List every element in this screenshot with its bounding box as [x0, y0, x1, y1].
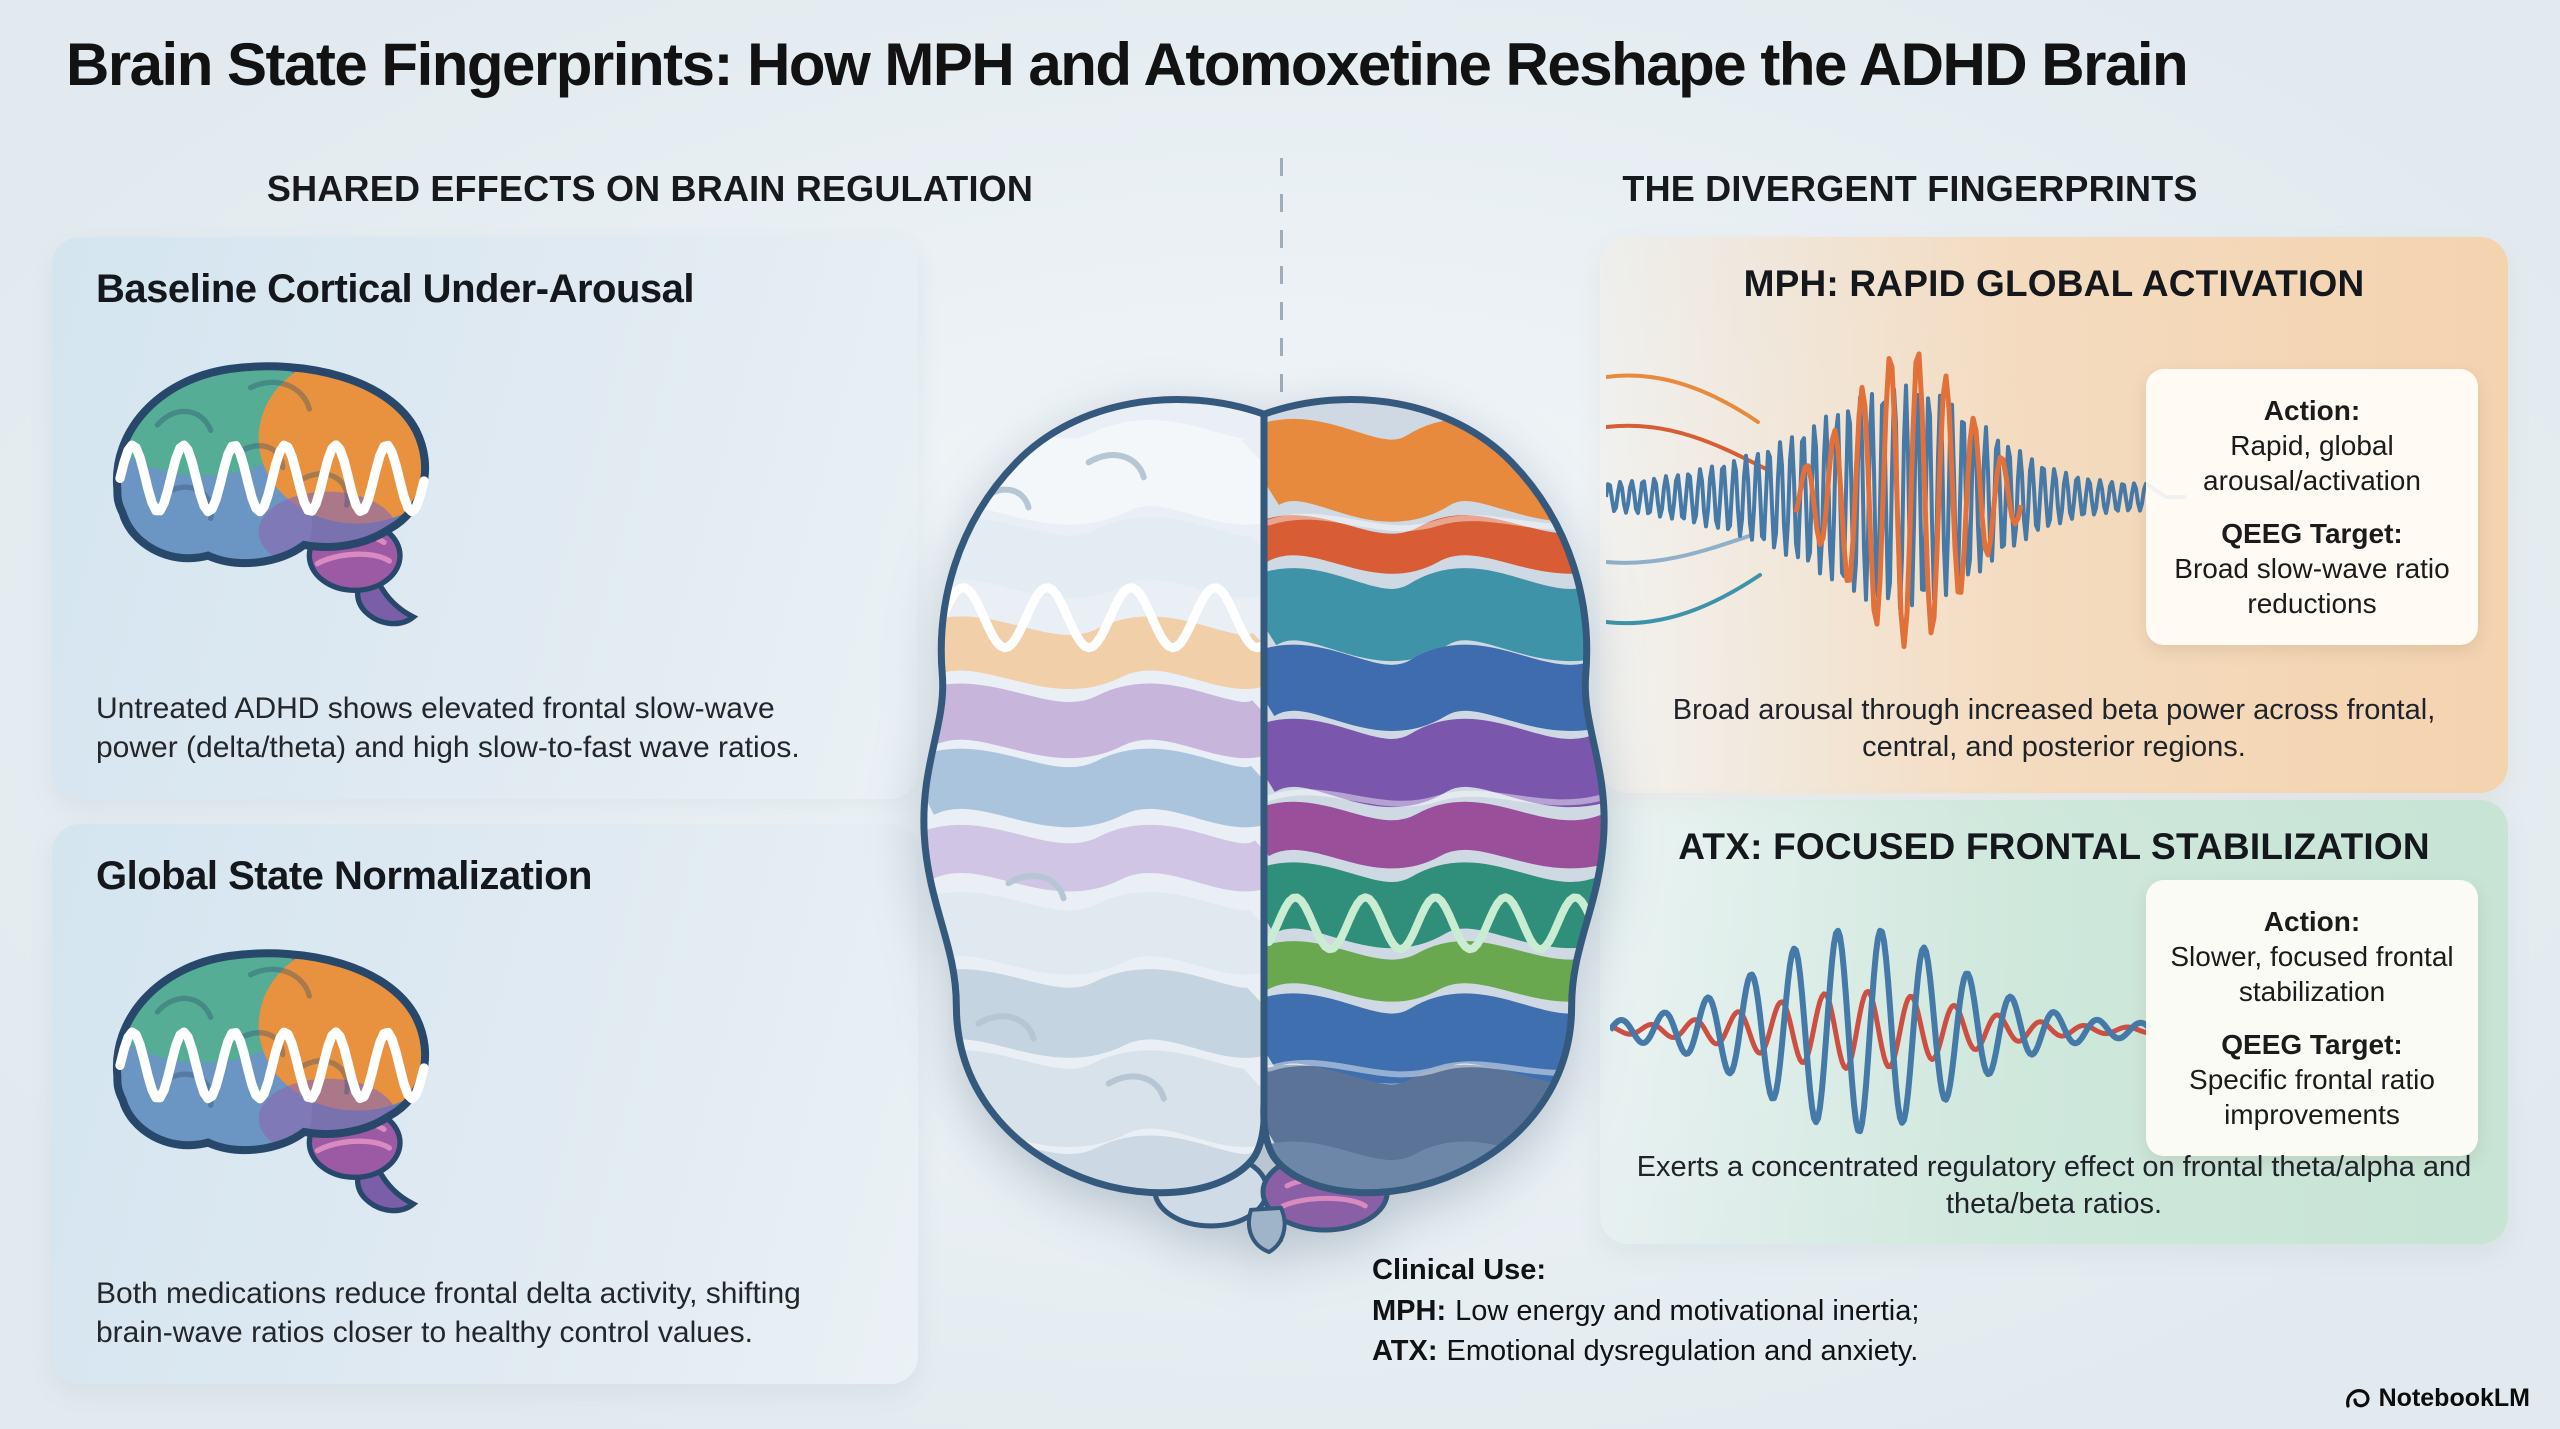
brain-hemispheres-illustration — [920, 396, 1608, 1254]
clinical-use-atx-line: ATX:Emotional dysregulation and anxiety. — [1372, 1335, 1919, 1368]
brainstem-icon — [1246, 1205, 1287, 1254]
normalization-panel: Global State Normalization Both medicati — [52, 824, 918, 1384]
atx-panel: ATX: FOCUSED FRONTAL STABILIZATION Actio… — [1600, 800, 2508, 1244]
atx-heading: ATX: FOCUSED FRONTAL STABILIZATION — [1678, 826, 2430, 867]
atx-caption: Exerts a concentrated regulatory effect … — [1636, 1150, 2472, 1221]
atx-action-label: Action: — [2263, 906, 2361, 937]
right-section-header: THE DIVERGENT FINGERPRINTS — [1622, 168, 2198, 209]
clinical-use-block: Clinical Use: MPH:Low energy and motivat… — [1372, 1250, 1919, 1372]
mph-heading: MPH: RAPID GLOBAL ACTIVATION — [1743, 263, 2365, 304]
mph-info-card: Action: Rapid, global arousal/activation… — [2146, 369, 2478, 645]
atx-action-text: Slower, focused frontal stabilization — [2170, 941, 2454, 1007]
eeg-wave-overlay-icon — [115, 1027, 429, 1104]
mph-qeeg-text: Broad slow-wave ratio reductions — [2174, 553, 2450, 619]
atx-qeeg-label: QEEG Target: — [2221, 1029, 2403, 1060]
eeg-wave-overlay-icon — [115, 440, 429, 517]
clinical-use-mph-line: MPH:Low energy and motivational inertia; — [1372, 1294, 1920, 1327]
atx-info-card: Action: Slower, focused frontal stabiliz… — [2146, 880, 2478, 1156]
mph-action-label: Action: — [2263, 395, 2361, 426]
normalization-body: Both medications reduce frontal delta ac… — [96, 1277, 801, 1349]
mph-activation-waveform-icon — [1606, 351, 2186, 650]
mph-action-text: Rapid, global arousal/activation — [2203, 430, 2421, 496]
notebooklm-logo-icon — [2345, 1388, 2370, 1408]
mph-caption: Broad arousal through increased beta pow… — [1672, 693, 2436, 764]
baseline-body: Untreated ADHD shows elevated frontal sl… — [96, 692, 800, 764]
page-title: Brain State Fingerprints: How MPH and At… — [66, 31, 2189, 98]
watermark-label: NotebookLM — [2378, 1384, 2530, 1412]
mph-qeeg-label: QEEG Target: — [2221, 518, 2403, 549]
under-aroused-brain-icon — [112, 362, 430, 627]
clinical-use-title: Clinical Use: — [1372, 1254, 1547, 1286]
left-section-header: SHARED EFFECTS ON BRAIN REGULATION — [266, 168, 1034, 209]
baseline-panel: Baseline Cortical Under-Arousal Untreate — [52, 237, 918, 799]
normalization-heading: Global State Normalization — [96, 854, 592, 898]
atx-stabilization-waveform-icon — [1610, 927, 2153, 1135]
baseline-heading: Baseline Cortical Under-Arousal — [96, 267, 695, 311]
mph-panel: MPH: RAPID GLOBAL ACTIVATION Action: Rap… — [1600, 237, 2508, 793]
normalized-brain-icon — [112, 949, 430, 1214]
notebooklm-watermark: NotebookLM — [2343, 1384, 2530, 1413]
atx-qeeg-text: Specific frontal ratio improvements — [2189, 1064, 2435, 1130]
